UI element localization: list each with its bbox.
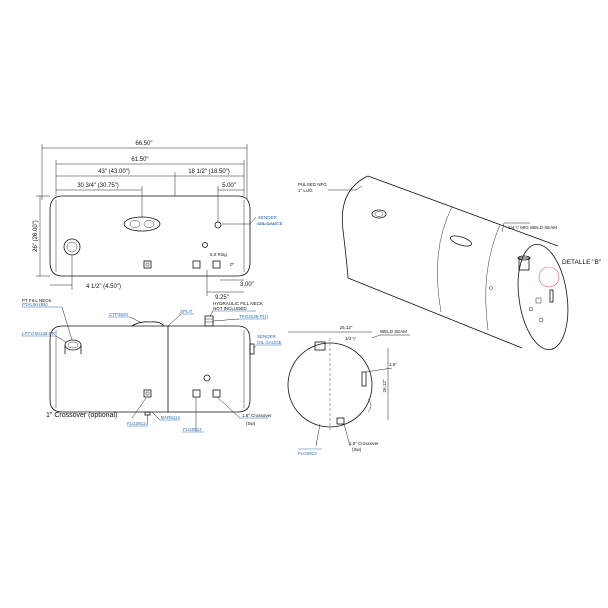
top-view-dimensions (36, 144, 276, 296)
isometric-tank (341, 175, 569, 350)
small-dim: 0" (230, 262, 235, 267)
dim-overall-length: 66.50" (135, 141, 152, 147)
callout-left-part: LPT'd 50135-PR (22, 331, 56, 336)
callout-baffle: BAR6114 (161, 415, 180, 420)
circle-height-dim: 26.12" (382, 379, 387, 392)
ref-ring-label: 5.0 Ring (210, 252, 227, 257)
callout-hydraulic-1: HYDRAULIC FILL NECK (213, 301, 263, 306)
callout-pt-fill-neck-2: PTAL90 (B6) (22, 302, 48, 307)
dim-sender-right: 3.00" (240, 282, 254, 288)
callout-flg-left: FLG0912 (127, 421, 146, 426)
callout-tpg: TPG3135-P(1) (239, 314, 269, 319)
pulsed-label-1: PULSED NFG (298, 182, 327, 187)
dim-bottom-right: 9.25" (215, 295, 229, 301)
front-view-tank (49, 315, 255, 416)
top-view-tank (49, 195, 251, 277)
crossover-circle-1: 1.5" Crossover (349, 441, 379, 446)
callout-split: SPLIT (180, 309, 193, 314)
front-view-callout-text: PT FILL NECK PTAL90 (B6) LPT'd 50135-PR … (22, 298, 282, 432)
dim-fill-neck: 30 3/4" (30.75") (77, 183, 119, 189)
detail-b-label: DETALLE "B" (562, 259, 602, 266)
dim-center-fitting: 43" (43.00") (98, 169, 130, 175)
dim-height: 26" (26.00") (33, 220, 39, 252)
pulsed-label-2: 1" LUG (298, 188, 313, 193)
end-view-text: 26.12" 26.12" WELD SEAM 1.5" 1.5" Crosso… (298, 325, 407, 456)
top-view-dimension-text: 66.50" 61.50" 43" (43.00") 18 1/2" (18.5… (33, 141, 283, 301)
callout-sender-mid-1: SENDER (257, 334, 277, 339)
callout-sender-mid-2: OIL GAUGE (257, 340, 282, 345)
callout-hydraulic-2: NOT INCLUDED (213, 306, 247, 311)
front-view-callouts (22, 306, 282, 433)
side-offset-dim: 1.5" (389, 362, 397, 367)
dim-bottom-left: 4 1/2" (4.50") (86, 284, 121, 290)
isometric-text: PULSED NFG 1" LUG 1/4 ▽ MIG WELD SEAM DE… (298, 182, 602, 266)
circle-width-dim: 26.12" (340, 325, 353, 330)
isometric-callouts (328, 185, 530, 233)
weld-seam-circle: WELD SEAM (380, 329, 407, 334)
sender-top-label-1: SENDER (258, 215, 278, 220)
detail-b-circle (538, 266, 560, 288)
callout-pt-fill-neck-1: PT FILL NECK (22, 298, 52, 303)
sender-top-label-2: OIL GAUGE (258, 221, 283, 226)
crossover-circle-2: (Sw) (352, 447, 362, 452)
callout-crossover-side-1: 1.5" Crossover (242, 413, 272, 418)
callout-ctp: CTP3620 (109, 312, 129, 317)
dim-body-length: 61.50" (131, 157, 148, 163)
flg-circle: FLG0912 (298, 451, 317, 456)
callout-flg-center: FLG0912 (183, 427, 202, 432)
callout-crossover-side-2: (Sw) (246, 421, 256, 426)
dim-sender-offset: 5.00" (222, 183, 236, 189)
callout-crossover-optional: 1" Crossover (optional) (46, 412, 117, 419)
end-view-circle (287, 331, 410, 450)
weld-symbol: 1/4 ▽ (345, 336, 357, 341)
weld-seam-iso: 1/4 ▽ MIG WELD SEAM (508, 225, 557, 230)
dim-right-offset: 18 1/2" (18.50") (188, 169, 230, 175)
